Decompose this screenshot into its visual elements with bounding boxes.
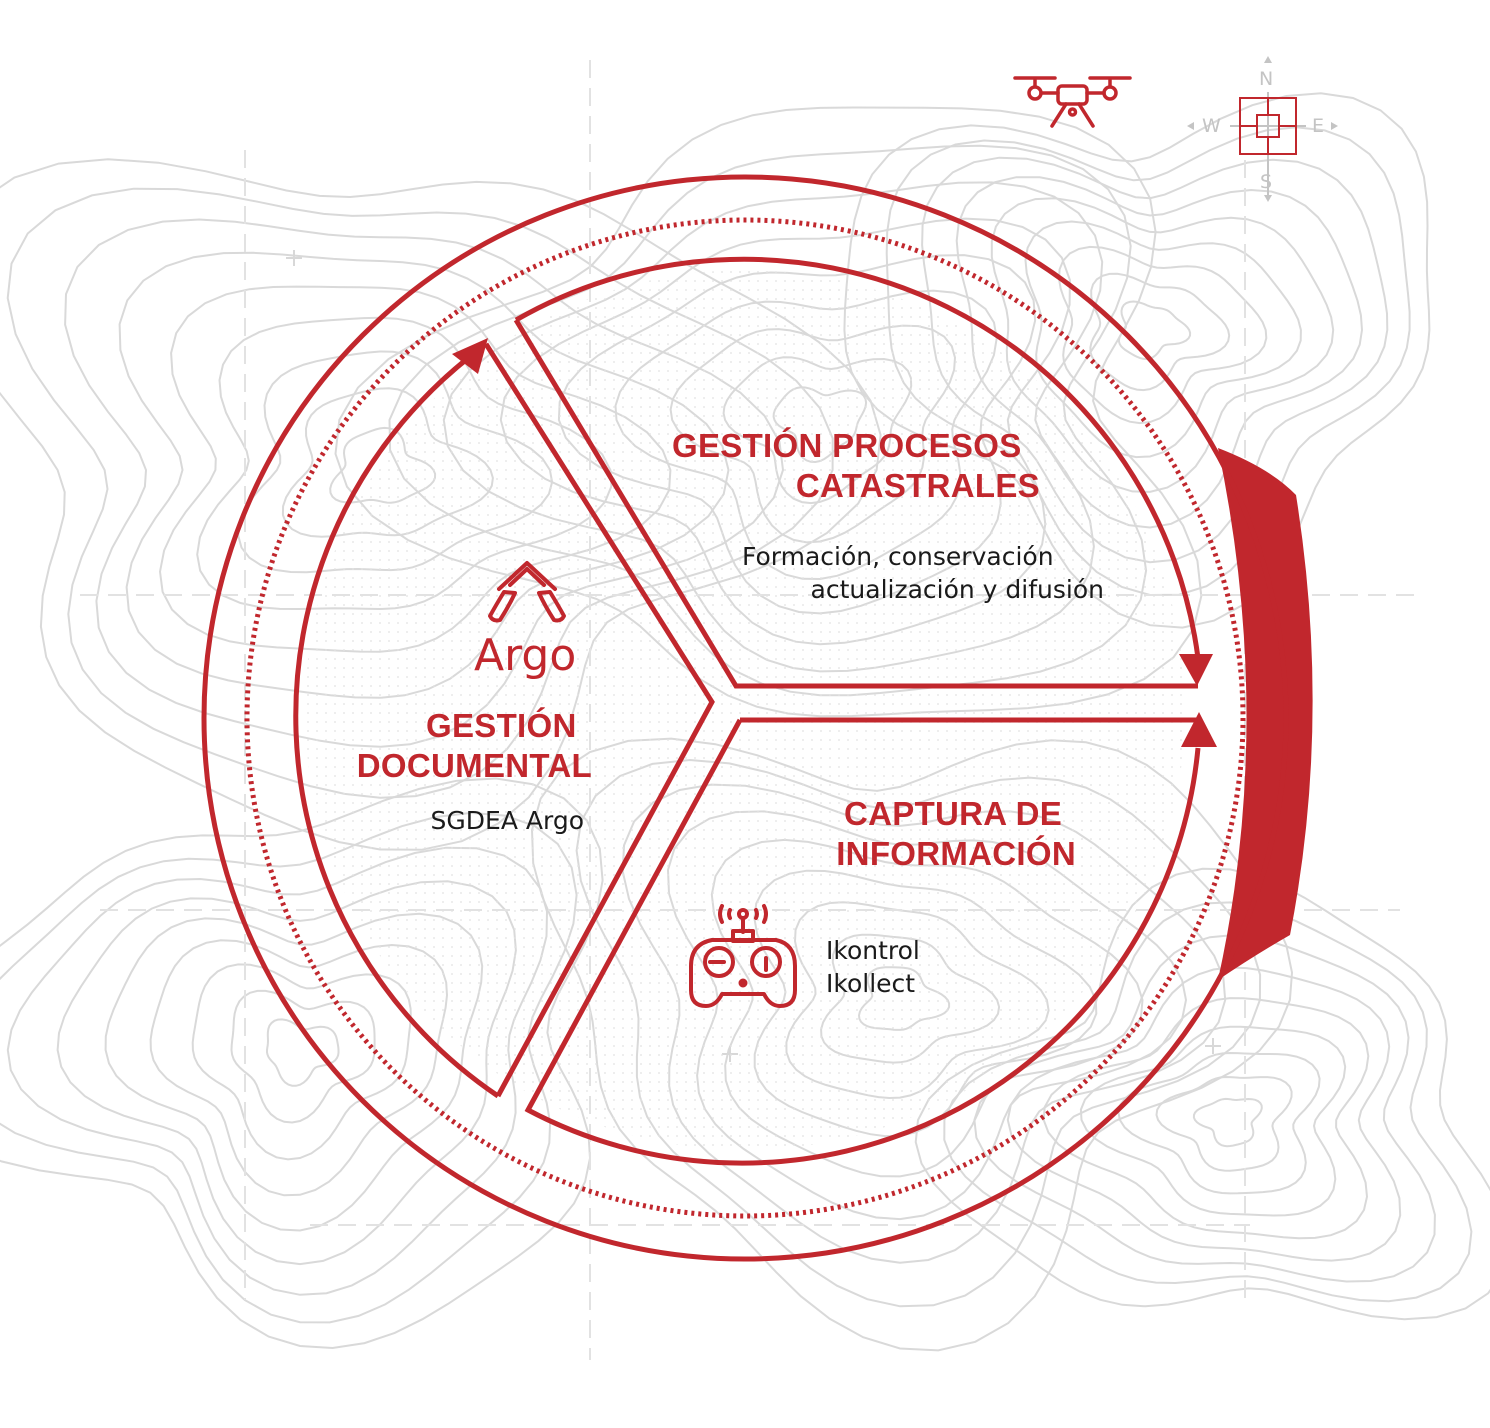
contour-line [955, 176, 1364, 529]
compass-west-label: W [1202, 115, 1221, 137]
contour-line [1006, 966, 1402, 1262]
compass-east-label: E [1312, 115, 1325, 137]
halftone-texture [305, 270, 1185, 1150]
procesos-desc-line2: actualización y difusión [810, 575, 1104, 604]
procesos-title-line1: GESTIÓN PROCESOS [672, 427, 1022, 464]
documental-title-line1: GESTIÓN [426, 707, 577, 744]
contour-line [1042, 997, 1370, 1240]
captura-tools: Ikontrol Ikollect [826, 934, 1026, 1000]
arrowhead-captura [1181, 712, 1217, 747]
contour-line [1057, 245, 1268, 425]
side-accent-band [1218, 448, 1313, 980]
segment-gestion-documental[interactable] [293, 342, 715, 1099]
procesos-desc-line1: Formación, conservación [742, 542, 1054, 571]
contour-line [1079, 1025, 1347, 1217]
procesos-title: GESTIÓN PROCESOS CATASTRALES [560, 426, 1040, 506]
arrowhead-procesos [1179, 654, 1213, 686]
segment-gestion-procesos[interactable] [513, 256, 1201, 689]
contour-line [230, 989, 376, 1124]
captura-title-line1: CAPTURA DE [844, 795, 1063, 832]
documental-description: SGDEA Argo [430, 806, 584, 835]
drone-icon [1013, 76, 1132, 128]
dotted-ring [244, 217, 1246, 1219]
argo-logo-icon [488, 561, 566, 623]
contour-line [1155, 1075, 1293, 1172]
contour-line [990, 197, 1335, 493]
contour-line [191, 963, 412, 1161]
remote-controller-icon [689, 904, 797, 1008]
contour-line [266, 1018, 340, 1087]
captura-title-line2: INFORMACIÓN [836, 835, 1076, 872]
contour-line [973, 934, 1436, 1283]
contour-line [914, 867, 1490, 1321]
arrowhead-documental [452, 338, 488, 374]
argo-logo-wordmark: Argo [474, 630, 577, 681]
documental-title-line2: DOCUMENTAL [356, 747, 592, 784]
compass-north-label: N [1259, 68, 1274, 90]
contour-line [1117, 1051, 1321, 1195]
procesos-title-line2: CATASTRALES [795, 467, 1040, 504]
compass-icon [1187, 56, 1338, 202]
contour-line [1024, 220, 1302, 459]
segment-captura[interactable] [524, 717, 1201, 1166]
captura-tool-ikontrol: Ikontrol [826, 936, 920, 965]
captura-title: CAPTURA DE INFORMACIÓN [760, 794, 1076, 874]
outer-ring [201, 174, 1289, 1262]
captura-tool-ikollect: Ikollect [826, 969, 916, 998]
procesos-description: Formación, conservación actualización y … [640, 540, 1104, 606]
contour-line [943, 901, 1473, 1303]
compass-south-label: S [1260, 171, 1273, 193]
documental-title: GESTIÓN DOCUMENTAL [300, 706, 592, 786]
contour-line [1089, 272, 1231, 392]
contour-line [1117, 300, 1192, 361]
contour-line [1192, 1097, 1263, 1148]
